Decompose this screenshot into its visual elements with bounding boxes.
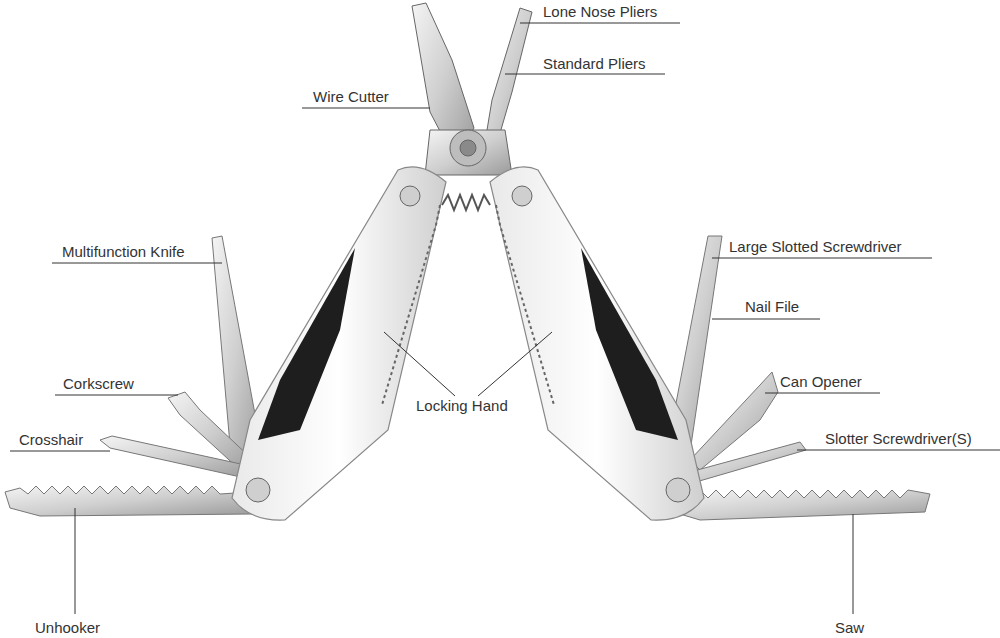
screw: [512, 186, 532, 206]
screws: [246, 186, 690, 502]
leader-line: [505, 74, 665, 75]
pivot: [450, 130, 486, 166]
leader-line: [55, 395, 178, 396]
leader-line: [853, 514, 854, 614]
leader-line: [75, 508, 76, 614]
screw: [666, 478, 690, 502]
part-label: Wire Cutter: [313, 88, 389, 106]
grip-insert: [581, 248, 678, 440]
part-label: Slotter Screwdriver(S): [825, 430, 972, 448]
leader-line: [712, 258, 932, 259]
saw-blade: [680, 490, 930, 520]
crosshair-tool: [100, 436, 250, 478]
grip-insert: [258, 248, 355, 440]
leader-line: [52, 263, 222, 264]
leader-line: [520, 23, 680, 24]
pliers-base: [425, 130, 512, 175]
part-label: Lone Nose Pliers: [543, 3, 657, 21]
leader-line: [302, 108, 430, 109]
right-tools: [668, 236, 930, 520]
small-screwdriver: [690, 442, 806, 482]
part-label: Saw: [835, 619, 864, 637]
part-label: Nail File: [745, 298, 799, 316]
serration: [496, 205, 554, 405]
leader-line: [712, 319, 820, 320]
left-tools: [5, 236, 262, 516]
pliers: [412, 3, 532, 175]
part-label: Large Slotted Screwdriver: [729, 238, 902, 256]
spring: [442, 195, 490, 210]
screw: [400, 186, 420, 206]
leader-line: [384, 332, 455, 396]
leader-line: [10, 451, 110, 452]
left-handle: [232, 167, 446, 520]
part-label: Unhooker: [35, 619, 100, 637]
part-label: Locking Hand: [416, 397, 508, 415]
leader-line: [478, 332, 552, 396]
part-label: Multifunction Knife: [62, 243, 185, 261]
screw: [246, 478, 270, 502]
pivot: [460, 140, 476, 156]
handles: [232, 167, 704, 520]
right-handle: [490, 167, 704, 520]
part-label: Corkscrew: [63, 375, 134, 393]
leader-lines: [10, 23, 1000, 614]
part-label: Crosshair: [19, 431, 83, 449]
part-label: Can Opener: [780, 373, 862, 391]
unhooker-blade: [5, 486, 252, 516]
leader-line: [765, 393, 880, 394]
leader-line: [797, 450, 1000, 451]
part-label: Standard Pliers: [543, 55, 646, 73]
